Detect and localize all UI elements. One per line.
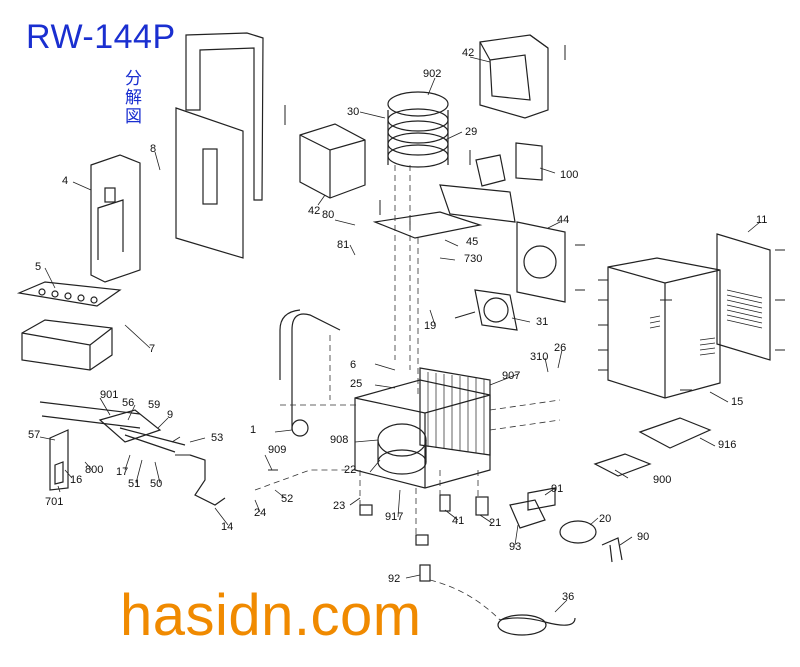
plate-701 [593, 453, 652, 477]
compressor [377, 423, 427, 457]
callout-15: 15 [731, 396, 743, 408]
callout-900: 900 [653, 474, 671, 486]
callout-901: 901 [100, 389, 118, 401]
callout-26: 26 [554, 342, 566, 354]
callout-57: 57 [28, 429, 40, 441]
callout-44: 44 [557, 214, 569, 226]
callout-19: 19 [424, 320, 436, 332]
callout-31: 31 [536, 316, 548, 328]
callout-909: 909 [268, 444, 286, 456]
tubing [291, 313, 341, 430]
foot [359, 504, 373, 516]
coil-top [387, 91, 449, 117]
model-title: RW-144P [26, 18, 176, 56]
callout-45: 45 [466, 236, 478, 248]
callout-17: 17 [116, 466, 128, 478]
base-frame [354, 379, 491, 489]
part-100 [515, 142, 543, 181]
callout-53: 53 [211, 432, 223, 444]
callout-310: 310 [530, 351, 548, 363]
callout-100: 100 [560, 169, 578, 181]
relay-box [475, 154, 506, 187]
callout-92: 92 [388, 573, 400, 585]
callout-20: 20 [599, 513, 611, 525]
callout-24: 24 [254, 507, 266, 519]
callout-902: 902 [423, 68, 441, 80]
callout-30: 30 [347, 106, 359, 118]
top-cover-left [299, 123, 366, 199]
plate-800 [638, 417, 712, 449]
top-cover-right [479, 34, 549, 119]
back-panel [175, 107, 244, 259]
callout-800: 800 [85, 464, 103, 476]
callout-7: 7 [149, 343, 155, 355]
callout-41: 41 [452, 515, 464, 527]
drain-pipe [189, 454, 226, 506]
watermark: hasidn.com [120, 583, 422, 648]
front-cover [90, 154, 141, 283]
power-cord [499, 617, 576, 626]
faucet-bracket [49, 429, 69, 491]
callout-8: 8 [150, 143, 156, 155]
callout-91: 91 [551, 483, 563, 495]
callout-917: 917 [385, 511, 403, 523]
callout-56: 56 [122, 397, 134, 409]
callout-14: 14 [221, 521, 233, 533]
callout-908: 908 [330, 434, 348, 446]
drip-box [21, 319, 113, 371]
screws [175, 45, 785, 471]
drip-grill [16, 281, 122, 307]
callout-1: 1 [250, 424, 256, 436]
valve-body [98, 409, 162, 443]
fan-bracket [516, 221, 566, 303]
callout-6: 6 [350, 359, 356, 371]
part-90 [509, 499, 546, 529]
diagram-subtitle: 分解図 [125, 69, 142, 127]
callout-9: 9 [167, 409, 173, 421]
callout-730: 730 [464, 253, 482, 265]
callout-25: 25 [350, 378, 362, 390]
callout-701: 701 [45, 496, 63, 508]
part-91 [527, 487, 556, 511]
callout-42: 42 [308, 205, 320, 217]
callout-5: 5 [35, 261, 41, 273]
callout-916: 916 [718, 439, 736, 451]
side-panel [716, 233, 771, 361]
callout-11: 11 [756, 214, 767, 226]
part-93 [559, 520, 597, 544]
callout-22: 22 [344, 464, 356, 476]
callout-4: 4 [62, 175, 68, 187]
callout-80: 80 [322, 209, 334, 221]
callout-21: 21 [489, 517, 501, 529]
callout-59: 59 [148, 399, 160, 411]
part-41 [439, 494, 451, 512]
callout-23: 23 [333, 500, 345, 512]
door-frame [185, 32, 264, 201]
callout-51: 51 [128, 478, 140, 490]
mount-plate [372, 211, 483, 239]
callout-36: 36 [562, 591, 574, 603]
callout-52: 52 [281, 493, 293, 505]
clip-92 [601, 537, 623, 563]
fan-frame [474, 289, 518, 331]
callout-16: 16 [70, 474, 82, 486]
callout-42: 42 [462, 47, 474, 59]
outer-case [607, 257, 721, 399]
callout-90: 90 [637, 531, 649, 543]
part-21 [475, 496, 489, 516]
callout-29: 29 [465, 126, 477, 138]
panel-slot [202, 148, 218, 205]
callout-81: 81 [337, 239, 349, 251]
callout-50: 50 [150, 478, 162, 490]
condenser [419, 367, 491, 456]
callout-907: 907 [502, 370, 520, 382]
callout-93: 93 [509, 541, 521, 553]
